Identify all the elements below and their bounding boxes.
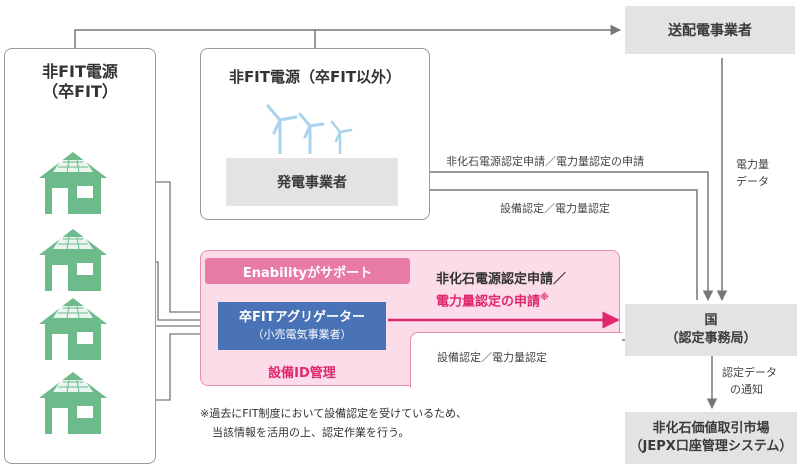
left-panel-title-line1: 非FIT電源 [42,62,118,81]
id-management-label: 設備ID管理 [268,366,336,381]
gov-to-gen-arrow [398,184,698,300]
tx-to-gov-label: 電力量 データ [736,156,769,190]
market-box-line2: （JEPX口座管理システム） [629,439,793,454]
footnote-line2: 当該情報を活用の上、認定作業を行う。 [212,426,410,439]
generator-box-label: 発電事業者 [277,175,347,191]
government-box-line1: 国 [704,313,718,328]
generator-panel-title: 非FIT電源（卒FIT以外） [228,68,402,86]
aggregator-line2: （小売電気事業者） [252,328,352,341]
footnote-line1: ※過去にFIT制度において設備認定を受けているため、 [200,407,468,420]
aggregator-line1: 卒FITアグリゲーター [239,310,365,325]
agg-to-gov-mark: ※ [540,293,549,303]
support-area-notch [410,332,622,388]
wind-turbine-icon [266,104,353,154]
market-box: 非化石価値取引市場 （JEPX口座管理システム） [625,412,797,464]
market-box-line1: 非化石価値取引市場 [652,421,770,436]
gen-to-gov-label: 非化石電源認定申請／電力量認定の申請 [446,155,644,168]
footnote: ※過去にFIT制度において設備認定を受けているため、 当該情報を活用の上、認定作… [200,404,467,442]
left-panel-title: 非FIT電源 （卒FIT） [4,62,156,102]
agg-to-gov-label: 非化石電源認定申請／ 電力量認定の申請※ [436,270,566,311]
support-badge: Enabilityがサポート [205,258,410,284]
left-panel-title-line2: （卒FIT） [42,82,118,101]
support-badge-label: Enabilityがサポート [242,265,373,281]
house-solar-icon [39,372,107,434]
gov-to-market-label-line1: 認定データ [722,366,777,379]
agg-to-gov-label-line1: 非化石電源認定申請／ [436,272,567,287]
tx-to-gov-label-line1: 電力量 [736,158,769,171]
generator-box: 発電事業者 [226,158,398,206]
gen-to-gov-arrow [400,171,714,302]
gov-to-gen-label: 設備認定／電力量認定 [500,202,610,215]
top-connector [74,30,620,48]
house-solar-icon [39,152,107,214]
government-box-line2: （認定事務局） [665,331,757,346]
gov-to-market-label: 認定データ の通知 [722,364,777,398]
gov-to-market-label-line2: の通知 [730,383,763,396]
agg-to-gov-label-line2-wrap: 電力量認定の申請※ [436,289,566,311]
house-solar-icon [39,229,107,291]
agg-to-gov-label-line2: 電力量認定の申請 [436,294,541,310]
tx-to-gov-label-line2: データ [736,175,769,188]
transmission-box: 送配電事業者 [625,6,795,54]
government-box: 国 （認定事務局） [625,304,797,356]
aggregator-box: 卒FITアグリゲーター （小売電気事業者） [218,302,386,350]
transmission-box-label: 送配電事業者 [668,23,752,39]
gov-to-agg-label: 設備認定／電力量認定 [437,351,547,364]
house-solar-icon [39,298,107,360]
